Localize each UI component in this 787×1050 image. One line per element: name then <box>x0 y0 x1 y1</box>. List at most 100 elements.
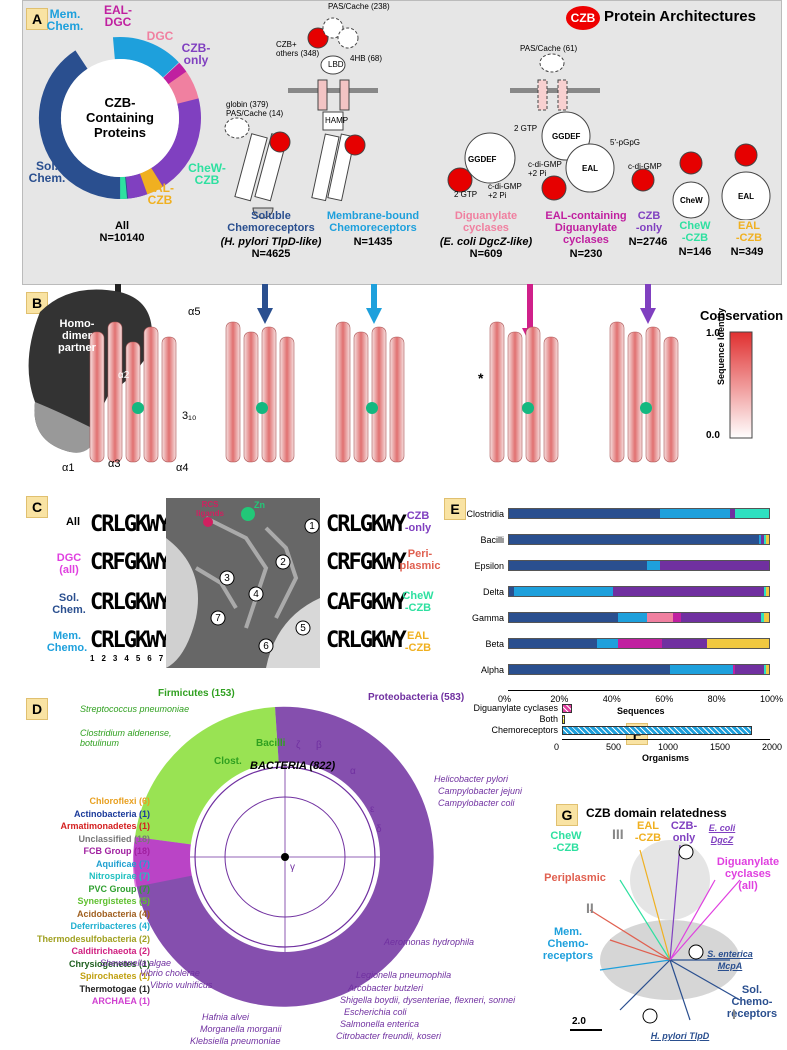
e-bar-row <box>508 638 770 649</box>
donut-chart <box>39 37 201 199</box>
e-bar-segment <box>509 535 759 544</box>
e-bar-segment <box>646 613 673 622</box>
taxon-label: Deferribacteres (4) <box>70 921 150 931</box>
label-chew-domain: CheW <box>680 196 703 205</box>
cat-soluble-sub: (H. pylori TlpD-like) <box>220 236 322 248</box>
logo-left-0: CRLGKWY <box>90 512 171 537</box>
label-pas-cache-61: PAS/Cache (61) <box>520 44 578 53</box>
donut-eal-dgc-slice <box>39 37 201 199</box>
helix-a2: α2 <box>118 370 130 381</box>
e-bar-segment <box>659 509 730 518</box>
logo-right-3: CRLGKWY <box>326 628 407 653</box>
clade-alpha: α <box>350 766 356 777</box>
e-bar-segment <box>763 587 767 596</box>
logo-left-2: CRLGKWY <box>90 590 171 615</box>
eal-czb-cartoon <box>721 143 771 220</box>
e-bar-segment <box>729 509 736 518</box>
clade-delta: δ <box>376 824 382 835</box>
taxon-label: Thermotogae (1) <box>79 983 150 994</box>
e-x-tick: 80% <box>707 694 726 704</box>
species-label: Shigella boydii, dysenteriae, flexneri, … <box>340 995 516 1005</box>
logo-right-2: CAFGKWY <box>326 590 407 615</box>
e-bar-segment <box>612 587 764 596</box>
e-bar-segment <box>680 613 762 622</box>
label-ggdef-dgc: GGDEF <box>468 155 497 164</box>
species-label: Citrobacter freundii, koseri <box>336 1031 442 1041</box>
e-x-axis <box>508 690 770 691</box>
donut-label-czb-only: CZB- only <box>181 41 211 67</box>
e-bar-segment <box>618 639 663 648</box>
species-label: Aeromonas hydrophila <box>384 937 475 947</box>
donut-eal-slice <box>39 37 201 199</box>
e-bar-segment <box>509 509 660 518</box>
g-label-senterica: S. enterica McpA <box>707 949 753 971</box>
e-x-tick: 40% <box>602 694 621 704</box>
taxon-label: PVC Group (7) <box>88 883 150 894</box>
g-label-mem: Mem. Chemo- receptors <box>542 926 594 962</box>
species-label: Arcobacter butzleri <box>348 983 424 993</box>
e-bar-row <box>508 664 770 675</box>
f-category-label: Chemoreceptors <box>491 725 558 735</box>
e-x-tick: 60% <box>655 694 674 704</box>
panel-label-e: E <box>444 498 466 520</box>
cat-soluble-n: N=4625 <box>251 248 291 260</box>
f-category-label: Diguanylate cyclases <box>473 703 558 713</box>
donut-czb-only-slice <box>39 37 201 199</box>
helix-a3: α3 <box>108 458 121 470</box>
svg-text:6: 6 <box>263 641 269 652</box>
logo-left-label-2: Sol. Chem. <box>52 592 86 616</box>
species-label: Campylobacter jejuni <box>438 786 523 796</box>
svg-text:7: 7 <box>215 613 221 624</box>
cat-eal-czb-n: N=349 <box>730 246 764 258</box>
e-bar-segment <box>618 613 647 622</box>
cat-eal-czb-name: EAL -CZB <box>735 220 763 244</box>
species-label: Legionella pneumophila <box>356 970 452 980</box>
e-bar-segment <box>672 613 681 622</box>
cat-dgc-name: Diguanylate cyclases <box>454 210 518 234</box>
logo-left-3: CRLGKWY <box>90 628 171 653</box>
e-category-label: Bacilli <box>480 535 504 545</box>
f-category-label: Both <box>539 714 558 724</box>
czb-badge: CZB <box>566 6 600 30</box>
logo-left-label-3: Mem. Chemo. <box>46 630 88 654</box>
species-label: Vibrio vulnificus <box>150 980 213 990</box>
logo-right-1: CRFGKWY <box>326 550 407 575</box>
cat-eal-dgc-n: N=230 <box>569 248 603 260</box>
e-bar-row <box>508 560 770 571</box>
donut-label-eal: EAL- CZB <box>146 181 174 207</box>
donut-chew-slice <box>39 37 201 199</box>
g-clade-ii: II <box>586 900 594 916</box>
donut-mem-slice <box>39 37 201 199</box>
cat-soluble-name: Soluble Chemoreceptors <box>227 210 315 234</box>
zn-label: Zn <box>254 500 265 510</box>
unrooted-tree <box>570 840 741 1031</box>
f-x-tick: 1500 <box>710 742 731 752</box>
e-x-label: Sequences <box>617 706 665 716</box>
taxon-label: Synergistetes (5) <box>77 896 150 906</box>
e-bar-segment <box>766 535 769 544</box>
panel-g-title: CZB domain relatedness <box>586 806 727 820</box>
g-label-hpylori: H. pylori TlpD <box>650 1031 710 1041</box>
cat-czb-only-name: CZB -only <box>635 210 663 234</box>
svg-text:3: 3 <box>224 573 230 584</box>
e-bar-segment <box>735 665 764 674</box>
panel-b-structures <box>28 284 753 463</box>
chew-czb-cartoon <box>672 151 710 219</box>
site-structure: 1 2 3 4 5 6 7 <box>166 498 320 668</box>
logo-right-label-0: CZB -only <box>404 510 432 534</box>
taxon-label: Thermodesulfobacteria (2) <box>36 933 150 944</box>
e-bar-row <box>508 508 770 519</box>
f-bar <box>562 715 566 724</box>
panel-label-d: D <box>26 698 48 720</box>
e-bar-segment <box>509 613 619 622</box>
species-label: Clostridium aldenense, botulinum <box>80 728 172 748</box>
cons-min: 0.0 <box>706 430 720 441</box>
label-eal-domain: EAL <box>582 164 598 173</box>
e-category-label: Epsilon <box>474 561 504 571</box>
e-bar-segment <box>659 561 769 570</box>
e-bar-segment <box>766 587 769 596</box>
e-bar-segment <box>758 535 762 544</box>
label-4hb: 4HB (68) <box>350 54 383 63</box>
